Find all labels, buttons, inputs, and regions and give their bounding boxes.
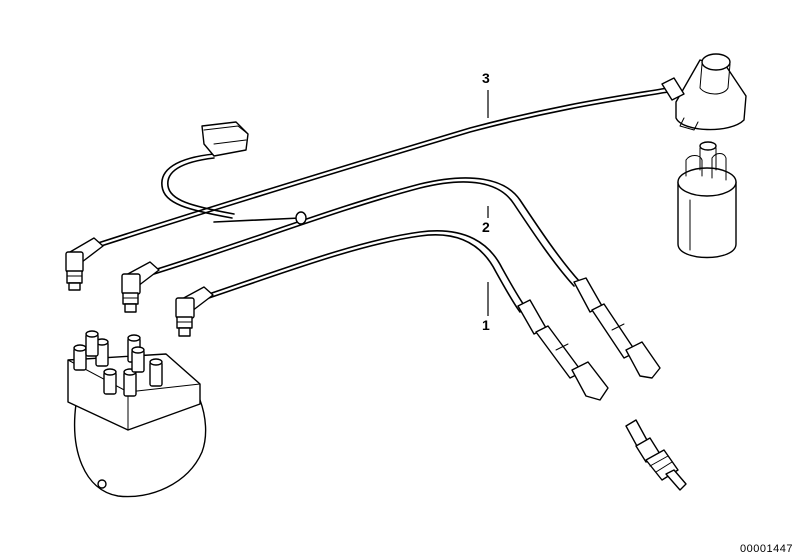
spark-plug-icon (625, 419, 687, 491)
callout-3: 3 (482, 70, 490, 118)
distributor-towers (73, 330, 163, 397)
callout-1: 1 (482, 282, 490, 333)
callout-3-label: 3 (482, 70, 490, 86)
ignition-lead-1 (175, 230, 609, 401)
sensor-connector (161, 121, 249, 219)
lead-1-spark-plug-connector (517, 299, 609, 401)
ignition-lead-2 (121, 177, 661, 379)
lead-3-distributor-boot (65, 237, 104, 291)
distributor-cap-icon (67, 330, 207, 498)
document-number: 00001447 (740, 543, 793, 555)
ignition-coil-icon (677, 141, 737, 259)
callout-2: 2 (482, 206, 490, 235)
lead-2-spark-plug-connector (573, 277, 661, 379)
callout-1-label: 1 (482, 317, 490, 333)
lead-1-distributor-boot (175, 286, 214, 337)
callout-2-label: 2 (482, 219, 490, 235)
ignition-lead-3 (65, 53, 747, 291)
lead-2-distributor-boot (121, 261, 160, 313)
coil-cap-icon (661, 53, 747, 131)
